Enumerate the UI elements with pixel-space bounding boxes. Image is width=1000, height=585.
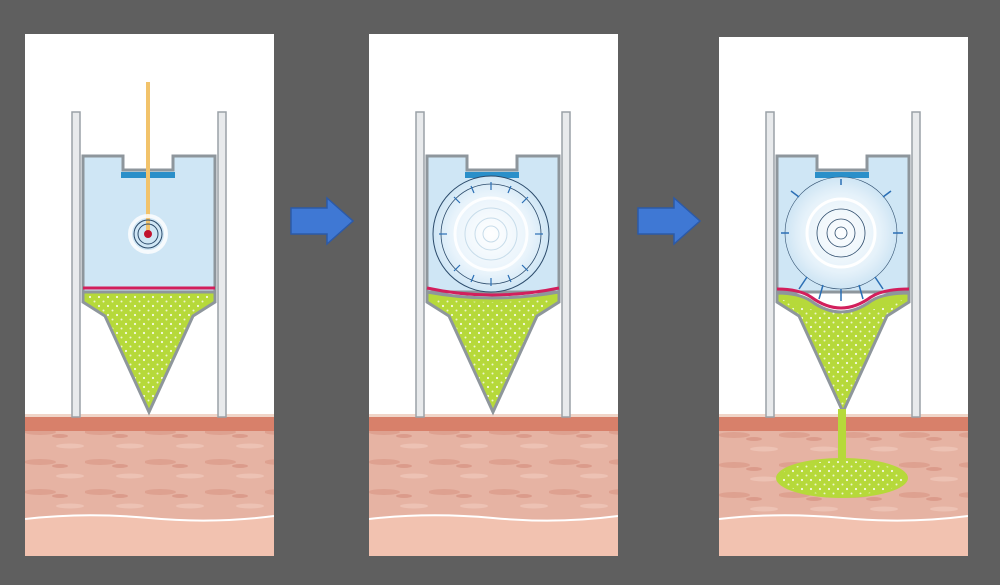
pressure-arrows-icon xyxy=(439,182,543,286)
nozzle-window xyxy=(815,172,869,178)
device-housing xyxy=(71,111,227,418)
skin-tissue xyxy=(369,431,618,521)
panel-3-drug-injection xyxy=(719,37,968,556)
device-housing xyxy=(415,111,571,418)
right-arrow-icon xyxy=(637,196,702,246)
panel-3-illustration xyxy=(719,111,968,556)
pressure-arrows-icon xyxy=(781,179,903,301)
focal-spot-icon xyxy=(128,214,168,254)
membrane xyxy=(426,286,560,297)
expanding-bubble-icon xyxy=(432,175,550,293)
deflected-membrane xyxy=(776,287,910,310)
skin-fat-layer xyxy=(25,515,274,556)
panel-1-illustration xyxy=(25,82,274,556)
panel-1-laser-pulse xyxy=(25,34,274,556)
panel-2-bubble-expansion xyxy=(369,34,618,556)
skin-fat-layer xyxy=(719,515,968,556)
skin-top-layer xyxy=(25,417,274,431)
right-arrow-icon xyxy=(290,196,355,246)
laser-beam-icon xyxy=(146,82,150,232)
panel-2-illustration xyxy=(369,111,618,556)
expanding-bubble-icon xyxy=(784,176,898,290)
skin-fat-layer xyxy=(369,515,618,556)
drug-jet-icon xyxy=(838,409,846,473)
nozzle-window xyxy=(465,172,519,178)
skin-top-layer xyxy=(369,417,618,431)
skin-tissue xyxy=(25,431,274,521)
device-housing xyxy=(765,111,921,418)
